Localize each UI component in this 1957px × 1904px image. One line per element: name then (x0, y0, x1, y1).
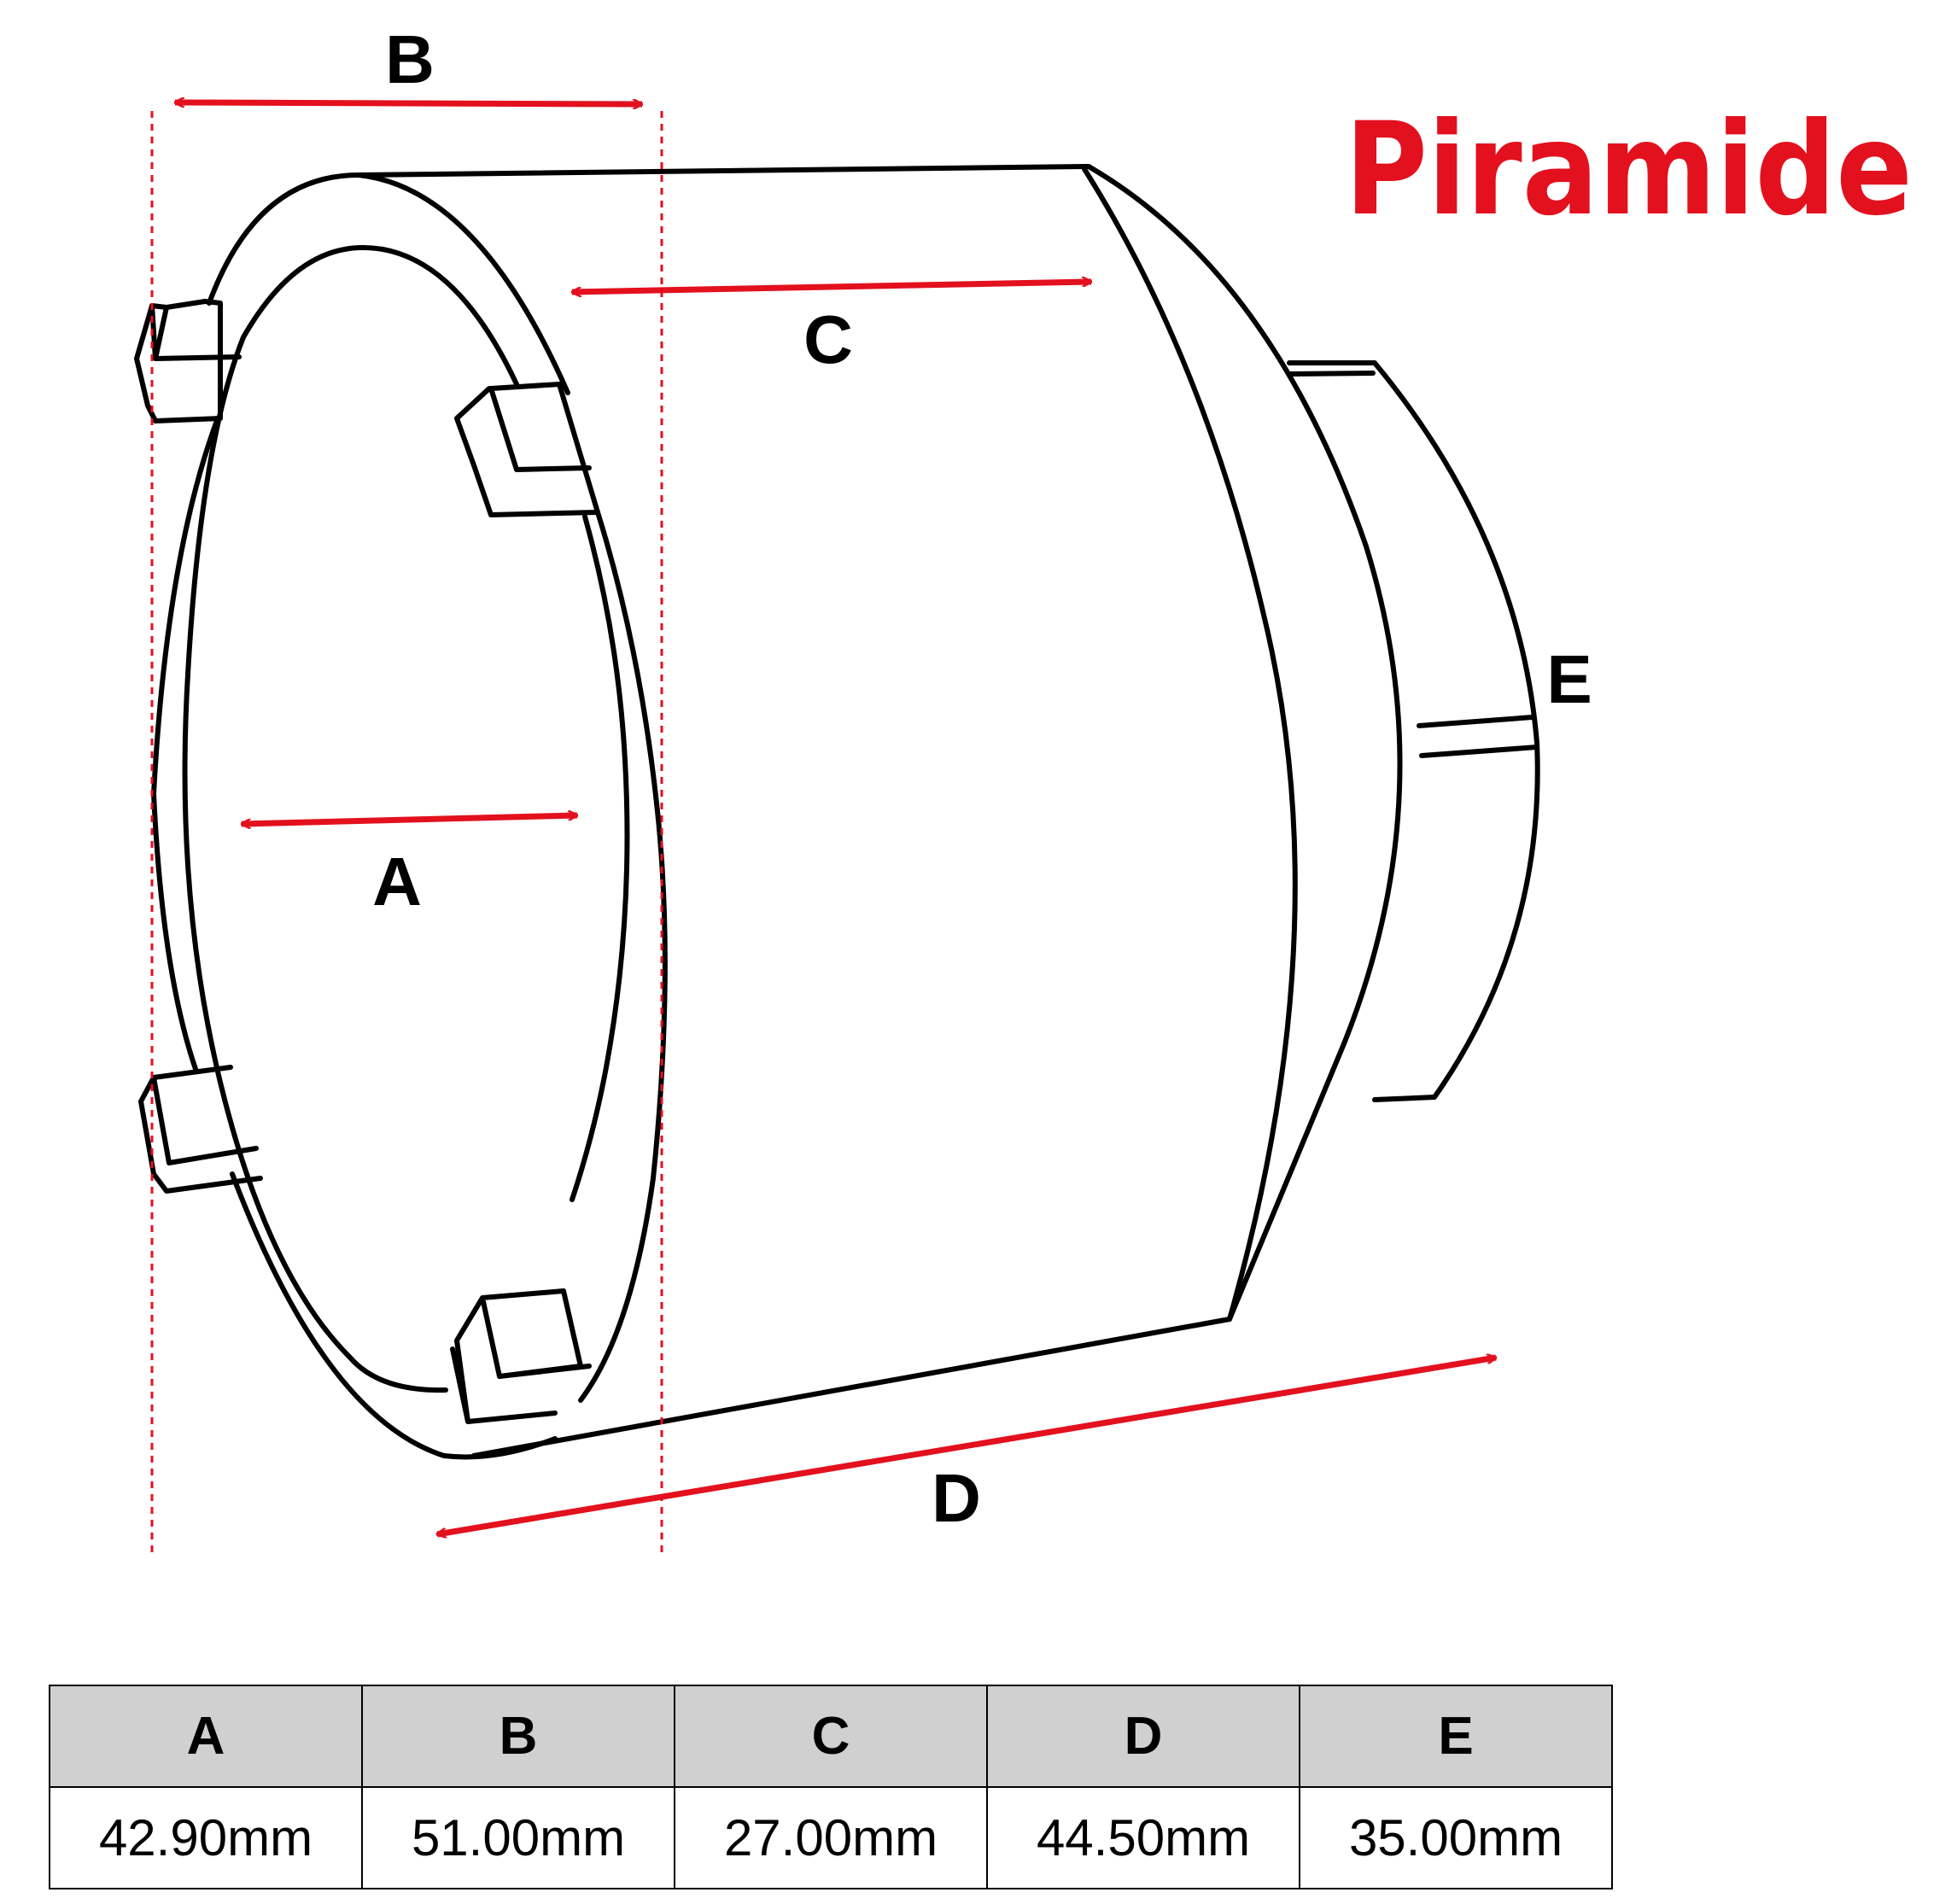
value-cell-b: 51.00mm (361, 1786, 675, 1889)
label-a: A (372, 844, 422, 920)
rear-stub-band (1417, 715, 1539, 758)
label-d: D (932, 1460, 981, 1536)
rear-stub-top-edge (1287, 371, 1376, 377)
dimensions-table: A B C D E 42.90mm 51.00mm 27.00mm 44.50m… (49, 1685, 1613, 1889)
label-b: B (385, 21, 435, 97)
dimension-arrow-c (572, 282, 1091, 292)
header-cell-b: B (361, 1685, 675, 1788)
cylinder-top-edge (356, 164, 1091, 178)
label-e: E (1546, 641, 1592, 717)
dimension-arrow-a (242, 815, 577, 824)
socket-tool-drawing: B C A D E (134, 21, 1592, 1554)
value-cell-d: 44.50mm (986, 1786, 1300, 1889)
table-header-row: A B C D E (49, 1685, 1613, 1788)
socket-body (134, 164, 1540, 1460)
header-cell-c: C (674, 1685, 988, 1788)
flange-outer (1086, 164, 1403, 1322)
value-cell-a: 42.90mm (49, 1786, 363, 1889)
value-cell-c: 27.00mm (674, 1786, 988, 1889)
value-cell-e: 35.00mm (1299, 1786, 1613, 1889)
lug-lower-left (138, 1065, 263, 1194)
rear-stub-outline (1287, 360, 1540, 1102)
lug-upper-left (134, 299, 242, 423)
header-cell-d: D (986, 1685, 1300, 1788)
lug-upper-right (454, 382, 600, 517)
lug-lower-right (450, 1288, 592, 1424)
dimension-arrow-b (175, 102, 642, 104)
piramide-logo: Piramide (1345, 96, 1917, 244)
dimension-arrow-d (437, 1358, 1496, 1534)
header-cell-a: A (49, 1685, 363, 1788)
b-reference-lines (150, 111, 663, 1554)
front-rim-inner (182, 245, 630, 1393)
front-rim-outer (151, 172, 668, 1460)
flange-inner (1082, 166, 1298, 1322)
brand-logo-text: Piramide (1345, 102, 1913, 231)
table-value-row: 42.90mm 51.00mm 27.00mm 44.50mm 35.00mm (49, 1786, 1613, 1889)
header-cell-e: E (1299, 1685, 1613, 1788)
dimension-arrows (175, 102, 1496, 1534)
label-c: C (803, 301, 853, 377)
